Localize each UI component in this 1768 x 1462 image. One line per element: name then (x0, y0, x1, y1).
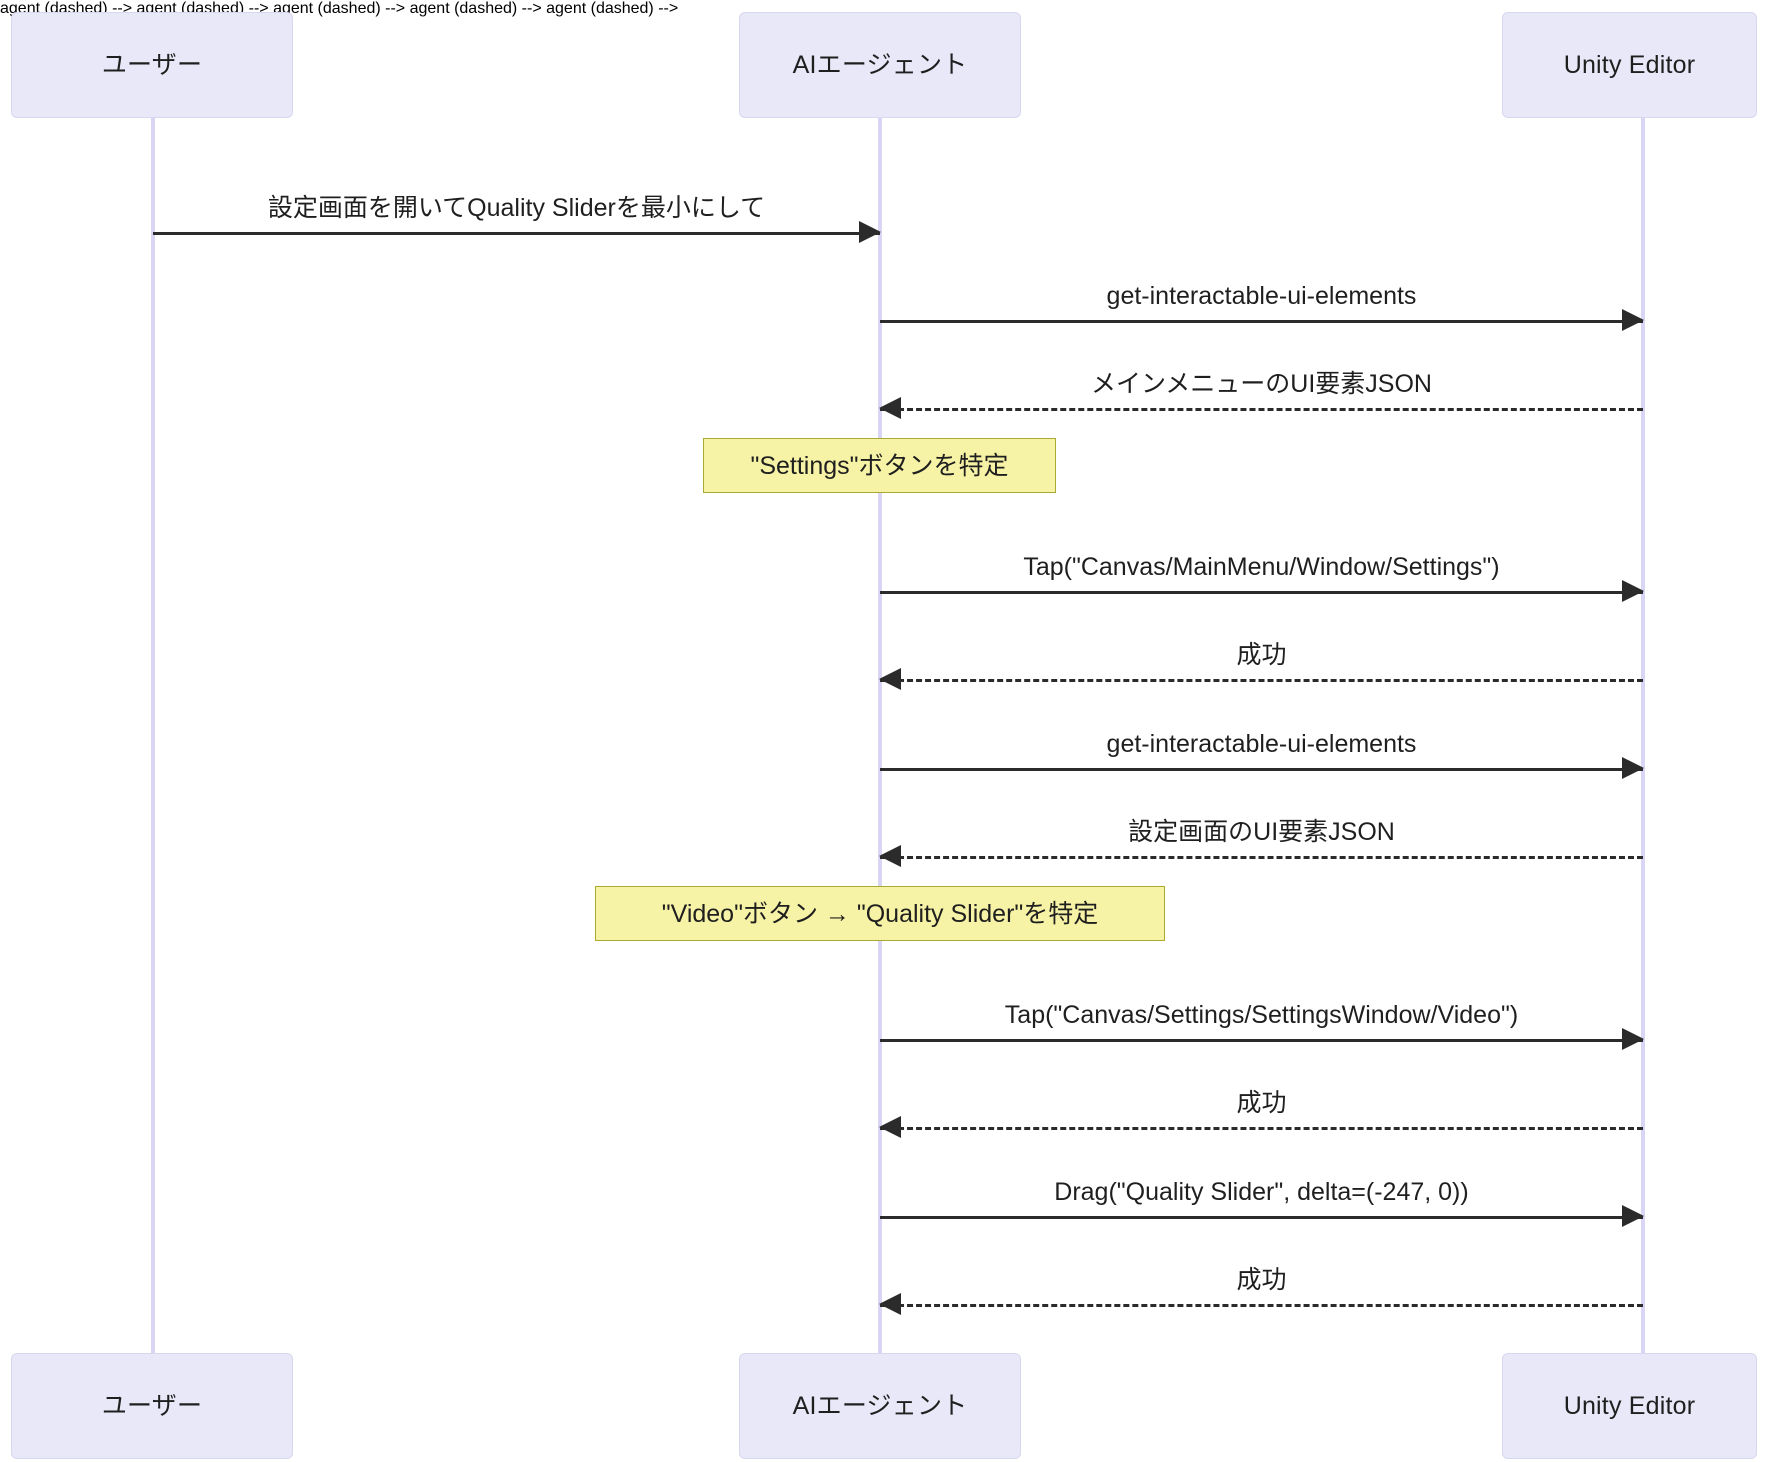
note-label-0: "Settings"ボタンを特定 (750, 451, 1009, 480)
message-line-8 (880, 1127, 1643, 1130)
message-line-4 (880, 679, 1643, 682)
actor-label-unity-top: Unity Editor (1563, 51, 1696, 79)
note-0: "Settings"ボタンを特定 (703, 438, 1056, 493)
arrowhead-left-2 (879, 397, 901, 419)
message-line-7 (880, 1039, 1643, 1042)
arrowhead-right-5 (1622, 757, 1644, 779)
actor-box-agent-top[interactable]: AIエージェント (739, 12, 1021, 118)
arrowhead-left-10 (879, 1293, 901, 1315)
message-label-6: 設定画面のUI要素JSON (1128, 817, 1395, 846)
lifeline-user (151, 118, 155, 1353)
arrowhead-left-8 (879, 1116, 901, 1138)
actor-box-unity-top[interactable]: Unity Editor (1502, 12, 1757, 118)
message-label-9: Drag("Quality Slider", delta=(-247, 0)) (1054, 1177, 1469, 1206)
message-line-5 (880, 768, 1643, 771)
message-label-0: 設定画面を開いてQuality Sliderを最小にして (267, 193, 766, 222)
actor-box-unity-bottom[interactable]: Unity Editor (1502, 1353, 1757, 1459)
note-1: "Video"ボタン → "Quality Slider"を特定 (595, 886, 1165, 941)
arrowhead-right-3 (1622, 580, 1644, 602)
lifeline-unity (1641, 118, 1645, 1353)
message-label-3: Tap("Canvas/MainMenu/Window/Settings") (1023, 552, 1500, 581)
message-label-7: Tap("Canvas/Settings/SettingsWindow/Vide… (1004, 1000, 1519, 1029)
message-label-5: get-interactable-ui-elements (1106, 729, 1417, 758)
message-line-1 (880, 320, 1643, 323)
arrowhead-right-1 (1622, 309, 1644, 331)
message-label-1: get-interactable-ui-elements (1106, 281, 1417, 310)
actor-label-agent-bottom: AIエージェント (792, 1392, 968, 1420)
arrowhead-right-7 (1622, 1028, 1644, 1050)
message-line-0 (153, 232, 880, 235)
arrowhead-left-4 (879, 668, 901, 690)
message-line-9 (880, 1216, 1643, 1219)
message-line-6 (880, 856, 1643, 859)
message-line-2 (880, 408, 1643, 411)
arrowhead-right-0 (859, 221, 881, 243)
message-label-2: メインメニューのUI要素JSON (1091, 369, 1432, 398)
message-line-10 (880, 1304, 1643, 1307)
message-label-4: 成功 (1236, 640, 1287, 669)
note-label-1: "Video"ボタン → "Quality Slider"を特定 (661, 899, 1099, 928)
arrowhead-left-6 (879, 845, 901, 867)
actor-box-agent-bottom[interactable]: AIエージェント (739, 1353, 1021, 1459)
message-label-8: 成功 (1236, 1088, 1287, 1117)
actor-label-user-bottom: ユーザー (101, 1392, 203, 1420)
message-label-10: 成功 (1236, 1265, 1287, 1294)
actor-label-unity-bottom: Unity Editor (1563, 1392, 1696, 1420)
arrowhead-right-9 (1622, 1205, 1644, 1227)
lifeline-agent (878, 118, 882, 1353)
actor-box-user-bottom[interactable]: ユーザー (11, 1353, 293, 1459)
actor-label-agent-top: AIエージェント (792, 51, 968, 79)
actor-label-user-top: ユーザー (101, 51, 203, 79)
actor-box-user-top[interactable]: ユーザー (11, 12, 293, 118)
message-line-3 (880, 591, 1643, 594)
